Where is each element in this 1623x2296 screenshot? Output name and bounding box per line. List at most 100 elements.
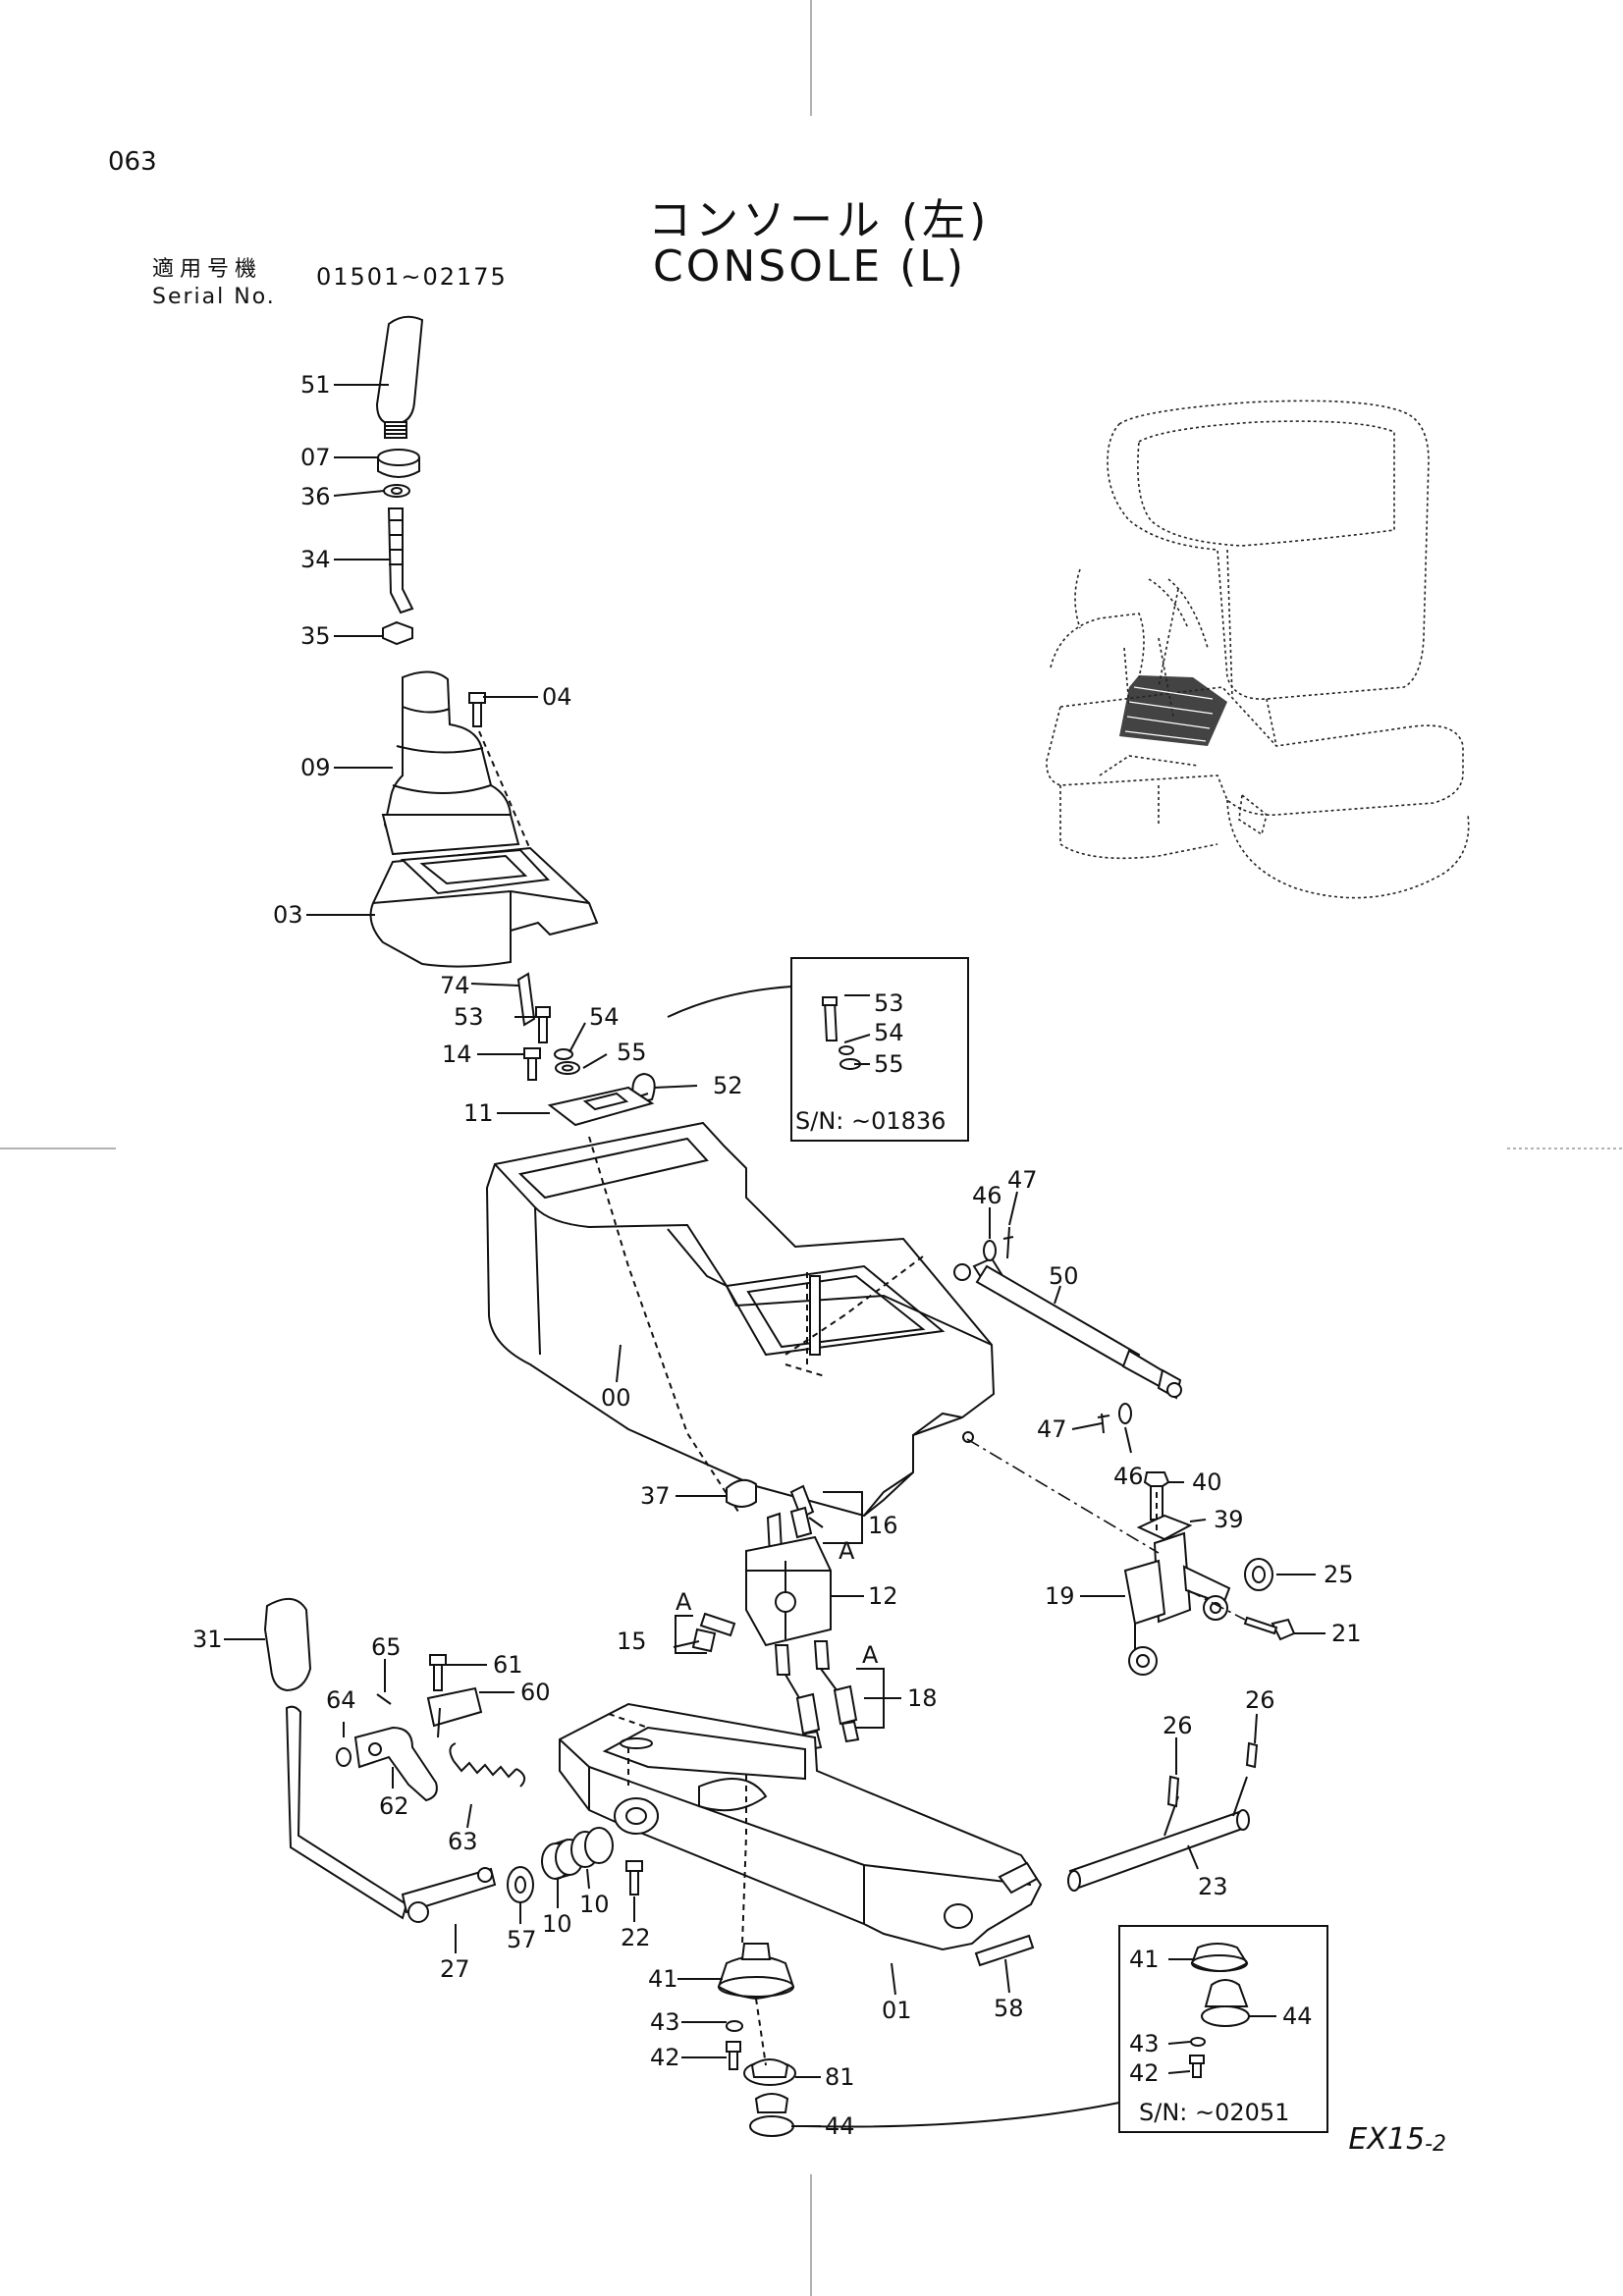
- nut-36: [383, 484, 410, 498]
- washer-64: [336, 1747, 352, 1767]
- bracket-19: [1123, 1531, 1231, 1676]
- bolt-53: [535, 1006, 551, 1043]
- part-labels: 51 07 36 34 35 04 09 03 74 53 54 14 55 5…: [192, 371, 1362, 2140]
- mount-81: [743, 2058, 796, 2086]
- mount-41: [717, 1943, 795, 2001]
- link-62: [353, 1726, 438, 1802]
- pilot-valve-12: [745, 1512, 843, 1709]
- label-27: 27: [440, 1955, 470, 1983]
- label-19: 19: [1045, 1582, 1075, 1610]
- label-60: 60: [520, 1679, 551, 1706]
- fitting-15: [691, 1612, 736, 1653]
- washer-43: [726, 2020, 743, 2032]
- bolt-04: [468, 692, 486, 727]
- label-42: 42: [650, 2044, 680, 2071]
- model-footer: EX15-2: [1348, 2122, 1446, 2157]
- serial-range: 01501~02175: [316, 263, 508, 291]
- pin-26a: [1166, 1775, 1180, 1808]
- label-50: 50: [1049, 1262, 1079, 1290]
- nut-35: [382, 620, 413, 646]
- label-03: 03: [273, 901, 303, 929]
- label-23: 23: [1198, 1873, 1228, 1900]
- label-51: 51: [300, 371, 331, 399]
- label-07: 07: [300, 444, 331, 471]
- title-english: CONSOLE (L): [653, 241, 966, 292]
- label-44: 44: [825, 2112, 855, 2140]
- label-81: 81: [825, 2063, 855, 2091]
- label-04: 04: [542, 683, 572, 711]
- inset-bottom-box: [1118, 1925, 1328, 2133]
- bolt-14: [523, 1047, 541, 1081]
- label-55: 55: [617, 1039, 647, 1066]
- page-number: 063: [108, 147, 157, 177]
- lever-rod-34: [387, 507, 414, 614]
- inset-bottom-label-42: 42: [1129, 2059, 1160, 2087]
- label-09: 09: [300, 754, 331, 781]
- washer-54: [554, 1048, 573, 1060]
- label-65: 65: [371, 1633, 402, 1661]
- inset-bottom-label-44: 44: [1282, 2002, 1313, 2030]
- ref-marker-a-18: A: [862, 1641, 879, 1669]
- bolt-22: [625, 1860, 643, 1896]
- serial-label-japanese: 適用号機: [152, 257, 263, 282]
- nut-07: [377, 449, 420, 478]
- serial-label-english: Serial No.: [152, 285, 276, 309]
- label-01: 01: [882, 1997, 912, 2024]
- model-suffix: -2: [1425, 2132, 1446, 2157]
- console-body-00: [485, 1121, 996, 1518]
- label-34: 34: [300, 546, 331, 573]
- console-cover-03: [369, 846, 599, 968]
- label-54: 54: [589, 1003, 620, 1031]
- label-39: 39: [1214, 1506, 1244, 1533]
- label-21: 21: [1331, 1620, 1362, 1647]
- base-frame-01: [559, 1702, 1043, 1951]
- leader-lines: [224, 384, 1325, 2127]
- bracket-60: [426, 1686, 483, 1738]
- mount-axis-1: [966, 1438, 1160, 1554]
- label-14: 14: [442, 1041, 472, 1068]
- inset-top-box: [790, 957, 969, 1142]
- ref-marker-a-15: A: [676, 1588, 692, 1616]
- inset-bottom-label-43: 43: [1129, 2030, 1160, 2057]
- lever-grip-51: [375, 315, 424, 439]
- pin-74: [516, 972, 536, 1027]
- label-57: 57: [507, 1926, 537, 1953]
- bushing-37: [726, 1478, 757, 1508]
- label-63: 63: [448, 1828, 478, 1855]
- lever-27: [285, 1705, 497, 1923]
- label-10-right: 10: [579, 1891, 610, 1918]
- washer-57: [507, 1866, 534, 1903]
- machine-location-view: [1046, 400, 1470, 899]
- handle-grip-31: [263, 1598, 312, 1692]
- shaft-23: [1067, 1776, 1250, 1892]
- fitting-18: [795, 1684, 860, 1751]
- pin-47a: [1002, 1226, 1014, 1259]
- gas-damper-50: [953, 1256, 1182, 1400]
- inset-top-serial: S/N: ~01836: [795, 1107, 946, 1135]
- washer-55: [555, 1061, 580, 1075]
- label-37: 37: [640, 1482, 671, 1510]
- bolt-61: [429, 1654, 447, 1691]
- label-11: 11: [463, 1099, 494, 1127]
- label-12: 12: [868, 1582, 898, 1610]
- label-43: 43: [650, 2008, 680, 2036]
- label-62: 62: [379, 1792, 409, 1820]
- bushing-10a: [541, 1839, 584, 1880]
- rubber-boot-09: [381, 670, 520, 856]
- label-41: 41: [648, 1965, 678, 1993]
- label-40: 40: [1192, 1468, 1222, 1496]
- plate-58: [974, 1934, 1035, 1967]
- washer-25: [1244, 1558, 1273, 1591]
- spring-pin-65: [376, 1693, 392, 1705]
- label-61: 61: [493, 1651, 523, 1679]
- fitting-16: [789, 1484, 815, 1539]
- bolt-42: [726, 2041, 741, 2070]
- inset-top-label-55: 55: [874, 1050, 904, 1078]
- mount-axis-2: [1187, 1589, 1246, 1621]
- ref-marker-a-16: A: [839, 1537, 855, 1565]
- label-36: 36: [300, 483, 331, 510]
- label-25: 25: [1324, 1561, 1354, 1588]
- label-15: 15: [617, 1628, 647, 1655]
